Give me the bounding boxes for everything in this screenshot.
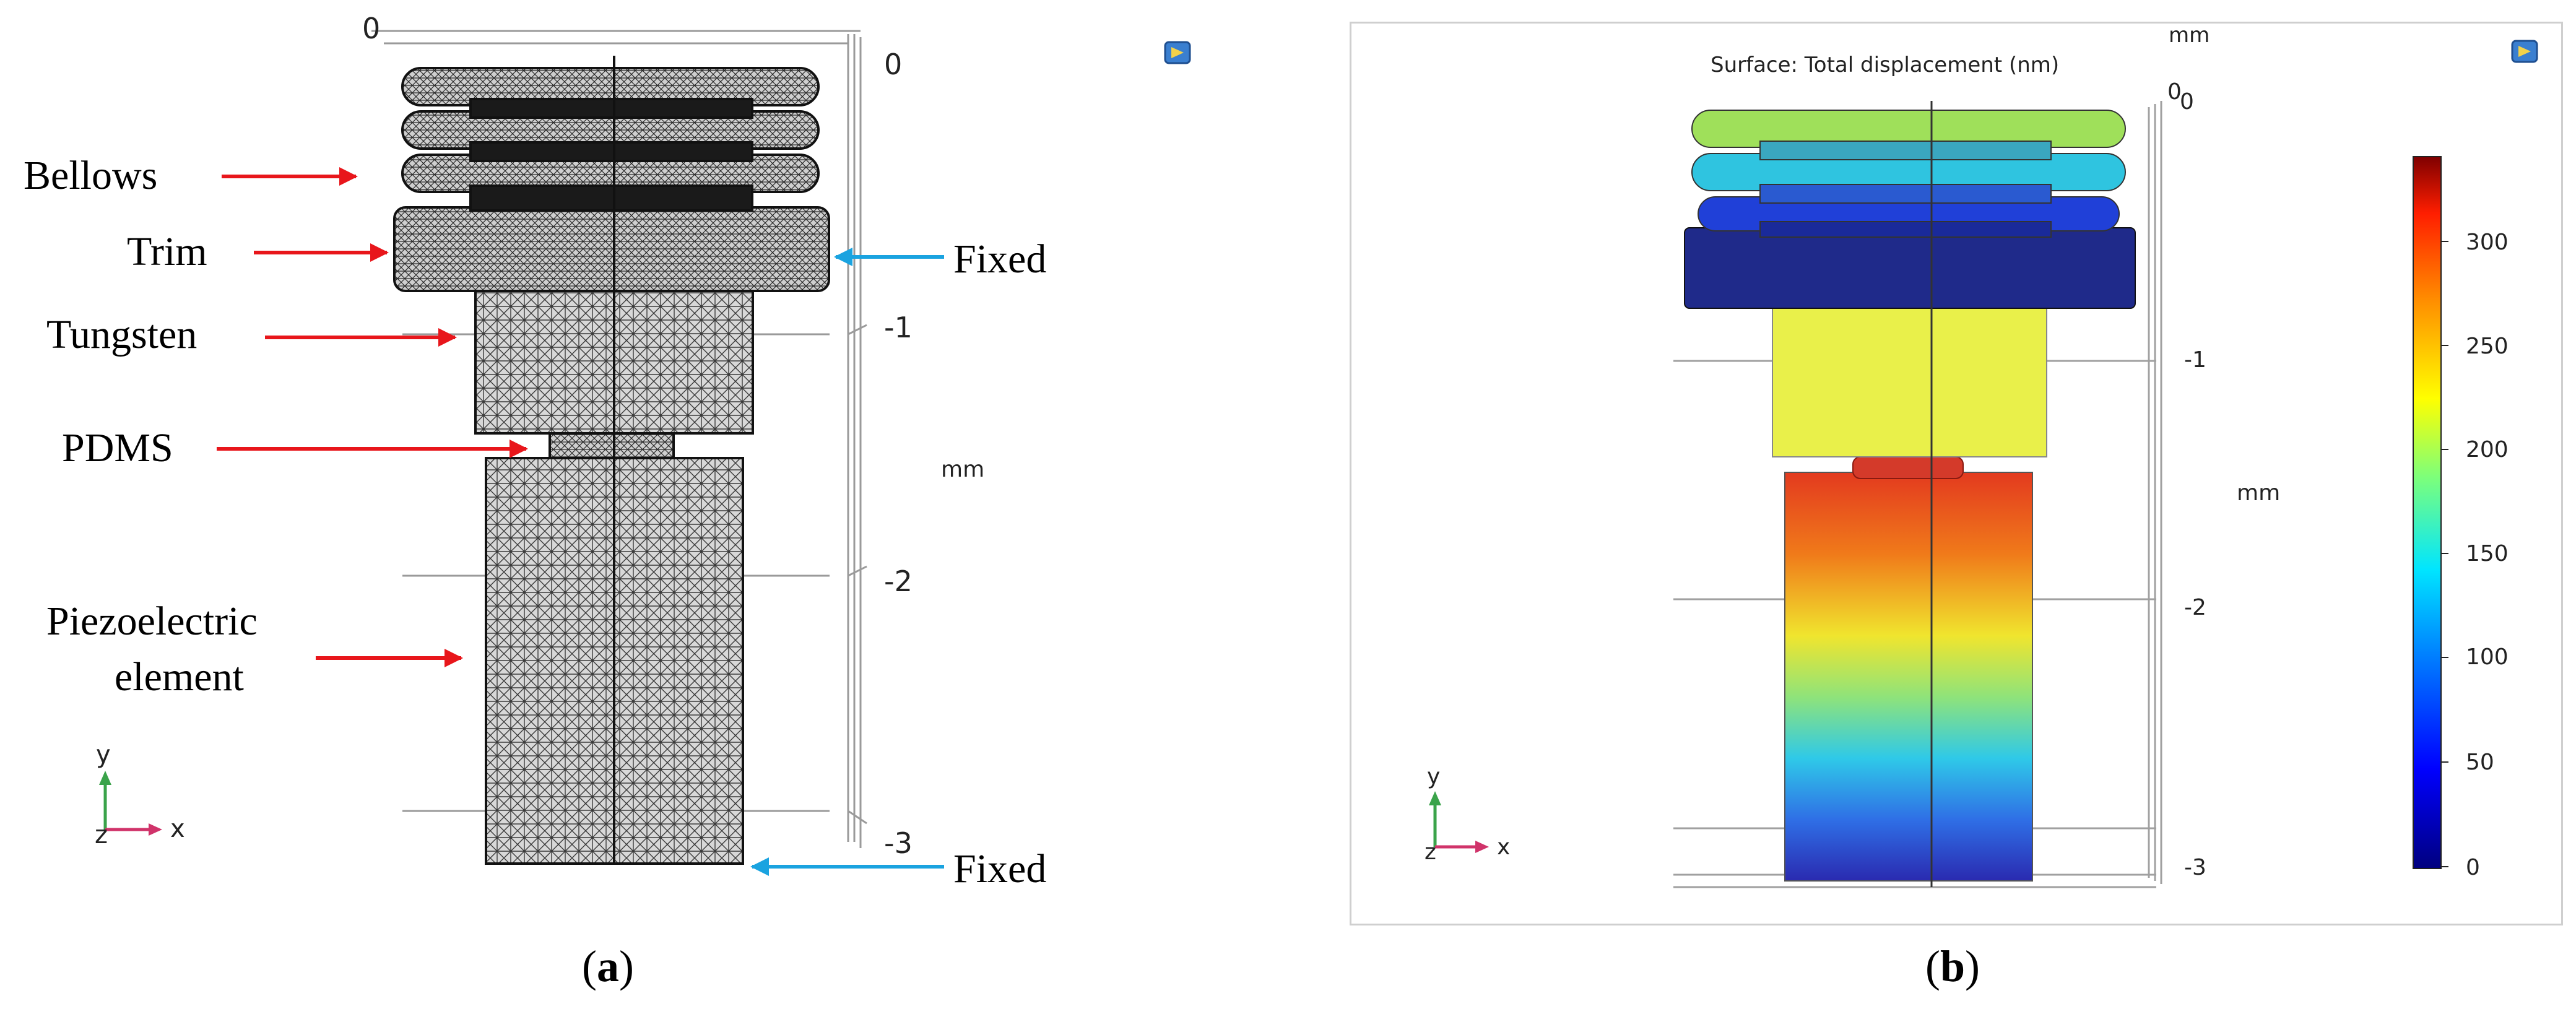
label-tungsten: Tungsten — [46, 312, 197, 357]
triad-y-label-b: y — [1427, 764, 1440, 789]
top-zero-label: 0 — [362, 12, 380, 45]
trim-mesh — [393, 206, 830, 292]
displacement-figure: Surface: Total displacement (nm) mm 0 0 … — [1425, 23, 2538, 888]
tick-0: 0 — [884, 48, 902, 81]
bellows-surface — [1691, 110, 2126, 238]
axis-unit-label: mm — [941, 457, 984, 482]
colorbar-tick-100: 100 — [2466, 644, 2509, 670]
piezo-element-surface — [1784, 472, 2033, 882]
top-zero-label-1: 0 — [2167, 79, 2182, 105]
plot-title: Surface: Total displacement (nm) — [1711, 53, 2059, 77]
top-zero-label-2: 0 — [2180, 89, 2194, 115]
trim-surface — [1684, 227, 2136, 309]
label-fixed-bottom: Fixed — [953, 846, 1046, 891]
panel-b-displacement-view: Surface: Total displacement (nm) mm 0 0 … — [1350, 22, 2563, 925]
tick-minus-2-b: -2 — [2184, 595, 2206, 620]
top-unit-label: mm — [2169, 24, 2210, 48]
caption-b-letter: b — [1940, 942, 1966, 991]
tick-minus-3: -3 — [884, 826, 913, 860]
label-piezo-line2: element — [115, 654, 244, 700]
tick-minus-1: -1 — [884, 311, 913, 344]
colorbar-tick-300: 300 — [2466, 230, 2509, 255]
axis-ticks: 0 -1 -2 -3 — [884, 48, 913, 860]
colorbar-tick-150: 150 — [2466, 541, 2509, 566]
label-pdms: PDMS — [62, 425, 173, 470]
triad-y-label: y — [96, 740, 111, 769]
axis-triad-a: y x z — [95, 740, 185, 849]
triad-x-label: x — [170, 815, 185, 843]
colorbar-tick-250: 250 — [2466, 334, 2509, 359]
view-icon-b[interactable] — [2511, 40, 2538, 63]
caption-a: (a) — [582, 942, 634, 991]
colorbar-gradient — [2413, 156, 2442, 869]
caption-a-letter: a — [596, 942, 619, 991]
triad-z-label-b: z — [1425, 839, 1436, 865]
colorbar: 0 50 100 150 200 250 300 — [2413, 156, 2509, 880]
tungsten-surface — [1772, 298, 2047, 457]
label-trim: Trim — [127, 229, 207, 274]
tick-minus-1-b: -1 — [2184, 347, 2206, 373]
axis-triad-b: y x z — [1425, 764, 1510, 865]
axis-unit-label-b: mm — [2237, 480, 2280, 506]
caption-b: (b) — [1925, 942, 1980, 991]
triad-x-label-b: x — [1497, 834, 1510, 860]
bellows-mesh — [401, 67, 820, 212]
tick-minus-2: -2 — [884, 565, 913, 598]
colorbar-tick-0: 0 — [2466, 855, 2480, 880]
panel-a-mesh-view: 0 0 -1 -2 -3 mm Bellows Trim Tungsten PD… — [0, 0, 1263, 929]
label-fixed-top: Fixed — [953, 236, 1046, 282]
colorbar-tick-50: 50 — [2466, 750, 2494, 775]
pdms-surface — [1852, 456, 1964, 479]
label-bellows: Bellows — [24, 153, 157, 198]
mesh-figure: 0 0 -1 -2 -3 mm Bellows Trim Tungsten PD… — [24, 12, 1191, 891]
pdms-mesh — [549, 432, 675, 459]
view-icon[interactable] — [1164, 41, 1191, 64]
tick-minus-3-b: -3 — [2184, 855, 2206, 880]
colorbar-tick-200: 200 — [2466, 437, 2509, 462]
label-piezo-line1: Piezoelectric — [46, 599, 258, 644]
triad-z-label: z — [95, 821, 108, 849]
